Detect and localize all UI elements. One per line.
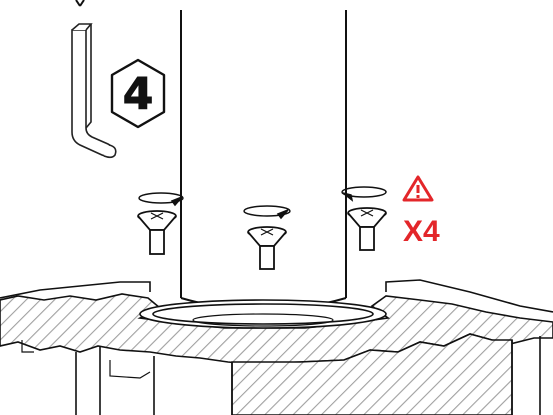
allen-key-icon xyxy=(71,23,117,159)
top-corner-mark xyxy=(75,0,85,7)
quantity-label: X4 xyxy=(403,215,440,248)
countersunk-screw-icon xyxy=(347,207,387,251)
countersunk-screw-icon xyxy=(247,226,287,270)
countersunk-screw-icon xyxy=(137,210,177,255)
warning-triangle-icon xyxy=(402,175,434,202)
hex-size-label: 4 xyxy=(123,69,154,120)
hex-size-badge: 4 xyxy=(110,58,166,129)
rotation-arrow-icon xyxy=(138,192,184,207)
rotation-arrow-icon xyxy=(341,186,387,202)
mounting-base xyxy=(0,279,553,415)
rotation-arrow-icon xyxy=(243,205,291,220)
